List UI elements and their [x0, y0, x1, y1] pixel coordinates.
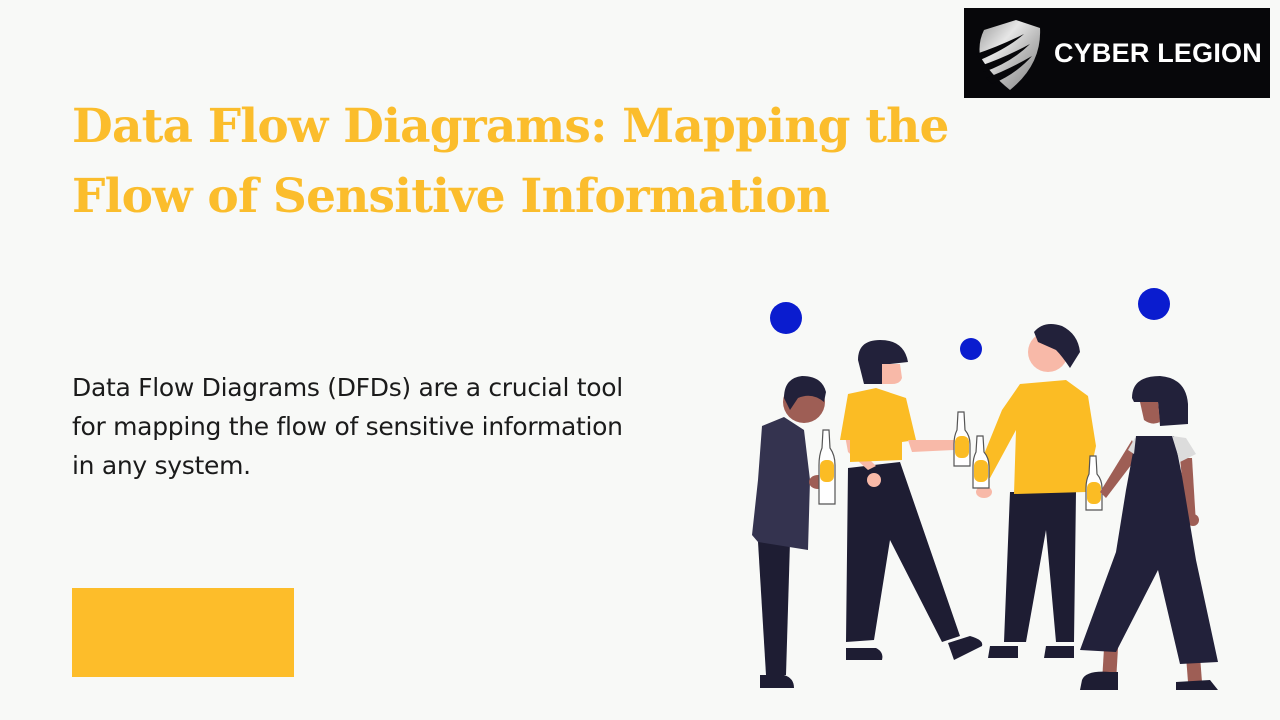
title-line-1: Data Flow Diagrams: Mapping the [72, 99, 949, 154]
shield-icon [976, 20, 1041, 90]
person-4 [1080, 376, 1218, 690]
person-3 [972, 324, 1103, 658]
person-1 [752, 376, 836, 688]
brand-name: CYBER LEGION [1054, 38, 1262, 68]
blue-dot [770, 302, 802, 334]
person-2 [840, 340, 983, 660]
slide-body-text: Data Flow Diagrams (DFDs) are a crucial … [72, 368, 732, 485]
people-toasting-illustration [752, 288, 1218, 690]
blue-dot [960, 338, 982, 360]
title-line-2: Flow of Sensitive Information [72, 169, 830, 224]
cyber-legion-logo: CYBER LEGION [964, 8, 1270, 98]
accent-block [72, 588, 294, 677]
body-line-2: for mapping the flow of sensitive inform… [72, 412, 623, 441]
slide-title: Data Flow Diagrams: Mapping the Flow of … [72, 92, 972, 232]
body-line-3: in any system. [72, 451, 251, 480]
blue-dot [1138, 288, 1170, 320]
body-line-1: Data Flow Diagrams (DFDs) are a crucial … [72, 373, 623, 402]
